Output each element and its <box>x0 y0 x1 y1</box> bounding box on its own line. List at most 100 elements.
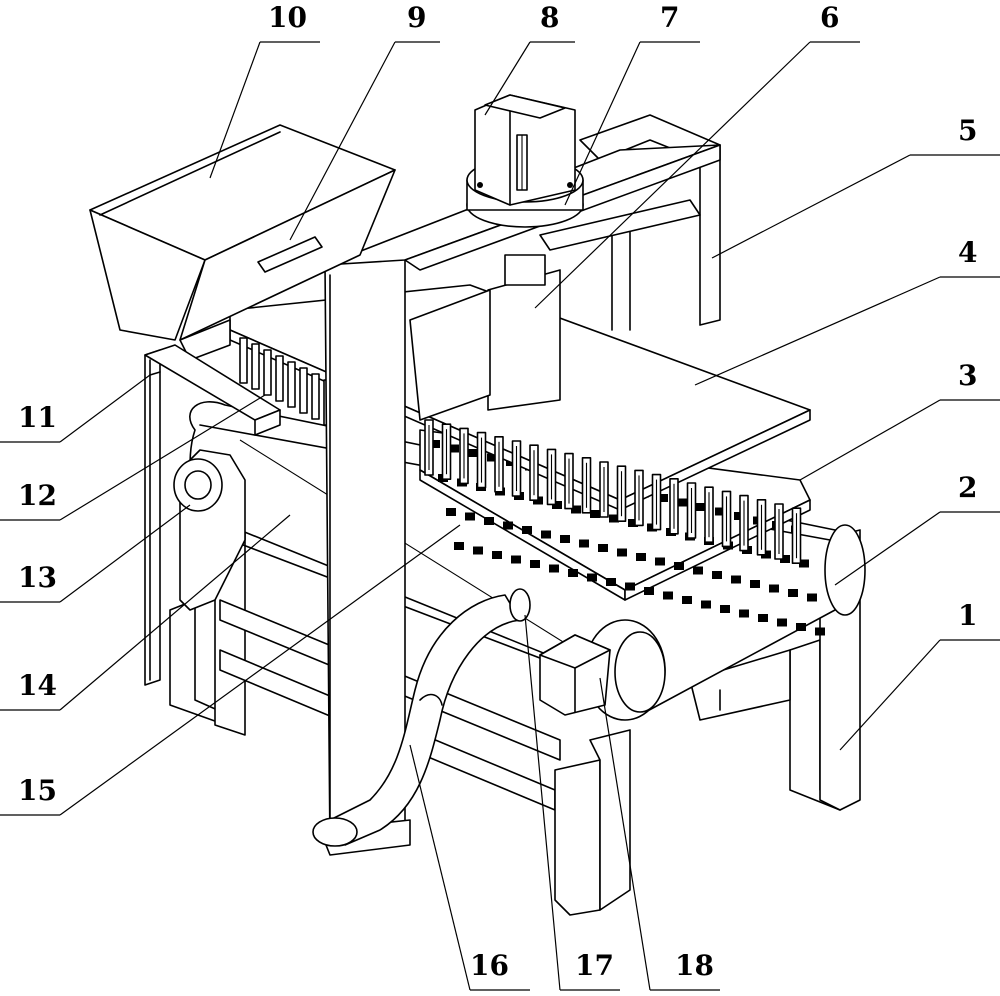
part-label-2: 2 <box>834 471 1000 586</box>
mold-cell <box>731 575 741 584</box>
leader-line <box>694 276 941 386</box>
part-label-3: 3 <box>799 359 1000 481</box>
leader-line <box>534 41 811 309</box>
mold-cell <box>609 514 619 523</box>
part-label-14: 14 <box>0 514 291 711</box>
side-shelf <box>144 344 281 436</box>
label-number: 15 <box>18 774 57 807</box>
part-label-1: 1 <box>839 599 1000 751</box>
part-label-5: 5 <box>711 114 1000 259</box>
part-label-11: 11 <box>0 374 151 443</box>
mold-cell <box>454 542 464 550</box>
part-label-16: 16 <box>409 744 530 991</box>
leader-line <box>524 614 561 991</box>
mold-cell <box>628 519 638 527</box>
mold-cell <box>739 609 749 618</box>
mold-cell <box>465 512 475 521</box>
mold-cell <box>492 551 502 559</box>
part-label-8: 8 <box>484 1 575 116</box>
label-number: 10 <box>268 1 307 34</box>
press-pin <box>299 367 308 414</box>
screw-shaft <box>487 254 561 411</box>
leader-line <box>289 41 396 241</box>
leader-line <box>834 511 941 586</box>
leader-line <box>711 154 911 259</box>
leader-line <box>59 524 461 816</box>
mold-cell <box>696 503 706 511</box>
press-pin <box>287 361 296 408</box>
motor-assembly <box>466 94 584 228</box>
leader-line <box>59 374 151 443</box>
mold-cell <box>777 618 787 627</box>
mold-cell <box>549 564 559 573</box>
mold-cell <box>473 546 483 555</box>
mold-cell <box>693 566 703 575</box>
mold-cell <box>655 557 665 566</box>
feed-hopper <box>89 124 396 361</box>
label-number: 6 <box>820 1 839 34</box>
part-label-15: 15 <box>0 524 461 816</box>
mold-cell <box>541 530 551 539</box>
mold-cell <box>579 539 589 548</box>
leader-line <box>799 399 941 481</box>
part-label-17: 17 <box>524 614 620 991</box>
part-label-4: 4 <box>694 236 1000 386</box>
label-number: 12 <box>18 479 57 512</box>
label-number: 9 <box>407 1 426 34</box>
leader-line <box>599 677 651 991</box>
mold-cell <box>530 560 540 568</box>
mold-cell <box>780 555 790 563</box>
mold-cell <box>807 593 817 602</box>
mold-cell <box>606 578 616 586</box>
part-label-9: 9 <box>289 1 440 241</box>
leader-line <box>484 41 531 116</box>
mold-cell <box>769 584 779 593</box>
label-number: 11 <box>18 401 57 434</box>
label-number: 13 <box>18 561 57 594</box>
leader-line <box>59 394 266 521</box>
part-label-10: 10 <box>209 1 320 179</box>
mold-cell <box>734 512 744 520</box>
press-pin <box>239 337 248 384</box>
mold-cell <box>796 623 806 631</box>
leader-line <box>409 744 471 991</box>
mold-cell <box>815 627 825 636</box>
mold-cell <box>750 580 760 588</box>
mold-cell <box>799 559 809 568</box>
mold-cell <box>658 494 668 502</box>
part-label-12: 12 <box>0 394 266 521</box>
label-number: 5 <box>958 114 977 147</box>
label-number: 8 <box>540 1 559 34</box>
label-number: 3 <box>958 359 977 392</box>
part-label-6: 6 <box>534 1 860 309</box>
mold-cell <box>449 444 459 453</box>
mold-cell <box>484 517 494 525</box>
leader-line <box>564 41 641 206</box>
mold-cell <box>758 614 768 622</box>
mold-cell <box>571 505 581 514</box>
leader-line <box>839 639 941 751</box>
left-roller-bearing <box>173 449 246 611</box>
mold-cell <box>625 582 635 591</box>
leader-line <box>59 514 291 711</box>
mold-cell <box>682 596 692 604</box>
mold-cell <box>587 573 597 582</box>
mold-cell <box>677 498 687 507</box>
mold-cell <box>636 553 646 561</box>
press-pin <box>311 373 320 420</box>
mold-cell <box>503 521 513 530</box>
label-number: 16 <box>470 949 509 982</box>
label-number: 1 <box>958 599 977 632</box>
mold-cell <box>468 449 478 457</box>
suction-hose <box>312 588 531 847</box>
mold-cell <box>522 526 532 534</box>
press-pin <box>263 349 272 396</box>
mold-cell <box>487 453 497 462</box>
mold-cell <box>788 589 798 597</box>
label-number: 2 <box>958 471 977 504</box>
mold-cell <box>560 535 570 543</box>
mold-cell <box>663 591 673 600</box>
